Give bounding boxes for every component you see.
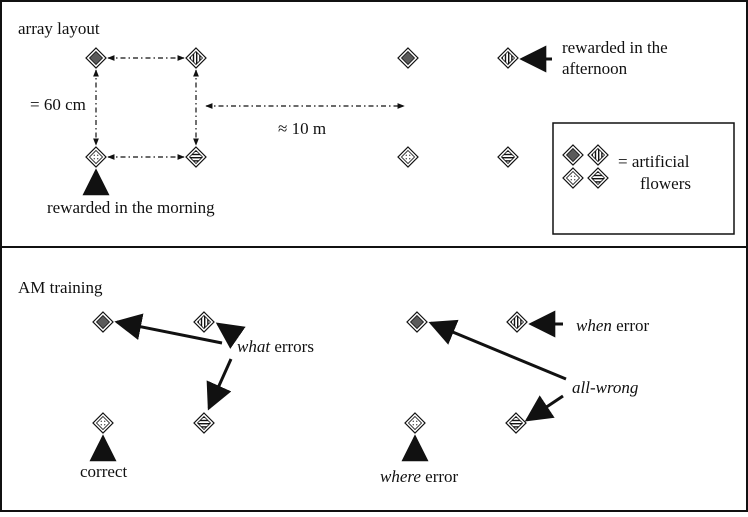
flower-horizontal-icon: [505, 412, 527, 434]
label-all-wrong: all-wrong: [572, 378, 638, 397]
legend-label-line1: = artificial: [618, 152, 690, 171]
flower-dotted-icon: [404, 412, 426, 434]
label-afternoon-line2: afternoon: [562, 59, 628, 78]
label-what-rest: errors: [270, 337, 314, 356]
label-where-em: where: [380, 467, 421, 486]
legend-label-line2: flowers: [640, 174, 691, 193]
arrow-allwrong-to-solid: [428, 319, 567, 381]
label-where-error: where error: [380, 467, 459, 486]
arrow-what-to-vertical: [215, 322, 246, 349]
flower-solid-icon: [92, 311, 114, 333]
label-afternoon-line1: rewarded in the: [562, 38, 668, 57]
flower-vertical-icon: [506, 311, 528, 333]
label-morning: rewarded in the morning: [47, 198, 215, 217]
distance-label-60cm: = 60 cm: [30, 95, 86, 114]
flower-solid-icon: [406, 311, 428, 333]
flower-solid-icon: [85, 47, 107, 69]
flower-dotted-icon: [85, 146, 107, 168]
flower-dotted-icon: [397, 146, 419, 168]
flower-vertical-icon: [185, 47, 207, 69]
label-when-rest: error: [612, 316, 650, 335]
flower-horizontal-icon: [497, 146, 519, 168]
flower-vertical-icon: [497, 47, 519, 69]
flower-horizontal-icon: [193, 412, 215, 434]
label-when-em: when: [576, 316, 612, 335]
flower-solid-icon: [397, 47, 419, 69]
label-what-errors: what errors: [237, 337, 314, 356]
panel-title-am-training: AM training: [18, 278, 103, 297]
flower-dotted-icon: [92, 412, 114, 434]
label-where-rest: error: [421, 467, 459, 486]
panel-am-training: AM training what errors correct when err…: [18, 278, 650, 486]
label-when-error: when error: [576, 316, 650, 335]
panel-title-array-layout: array layout: [18, 19, 100, 38]
arrow-what-to-horizontal: [206, 358, 233, 411]
label-what-em: what: [237, 337, 271, 356]
legend-box: = artificial flowers: [552, 122, 735, 235]
arrow-what-to-solid: [114, 313, 223, 345]
distance-label-10m: ≈ 10 m: [278, 119, 326, 138]
panel-array-layout: array layout = 60 cm ≈ 10 m rewarded in …: [18, 19, 735, 235]
flower-horizontal-icon: [185, 146, 207, 168]
flower-vertical-icon: [193, 311, 215, 333]
label-correct: correct: [80, 462, 127, 481]
arrow-allwrong-to-horizontal: [524, 394, 564, 422]
